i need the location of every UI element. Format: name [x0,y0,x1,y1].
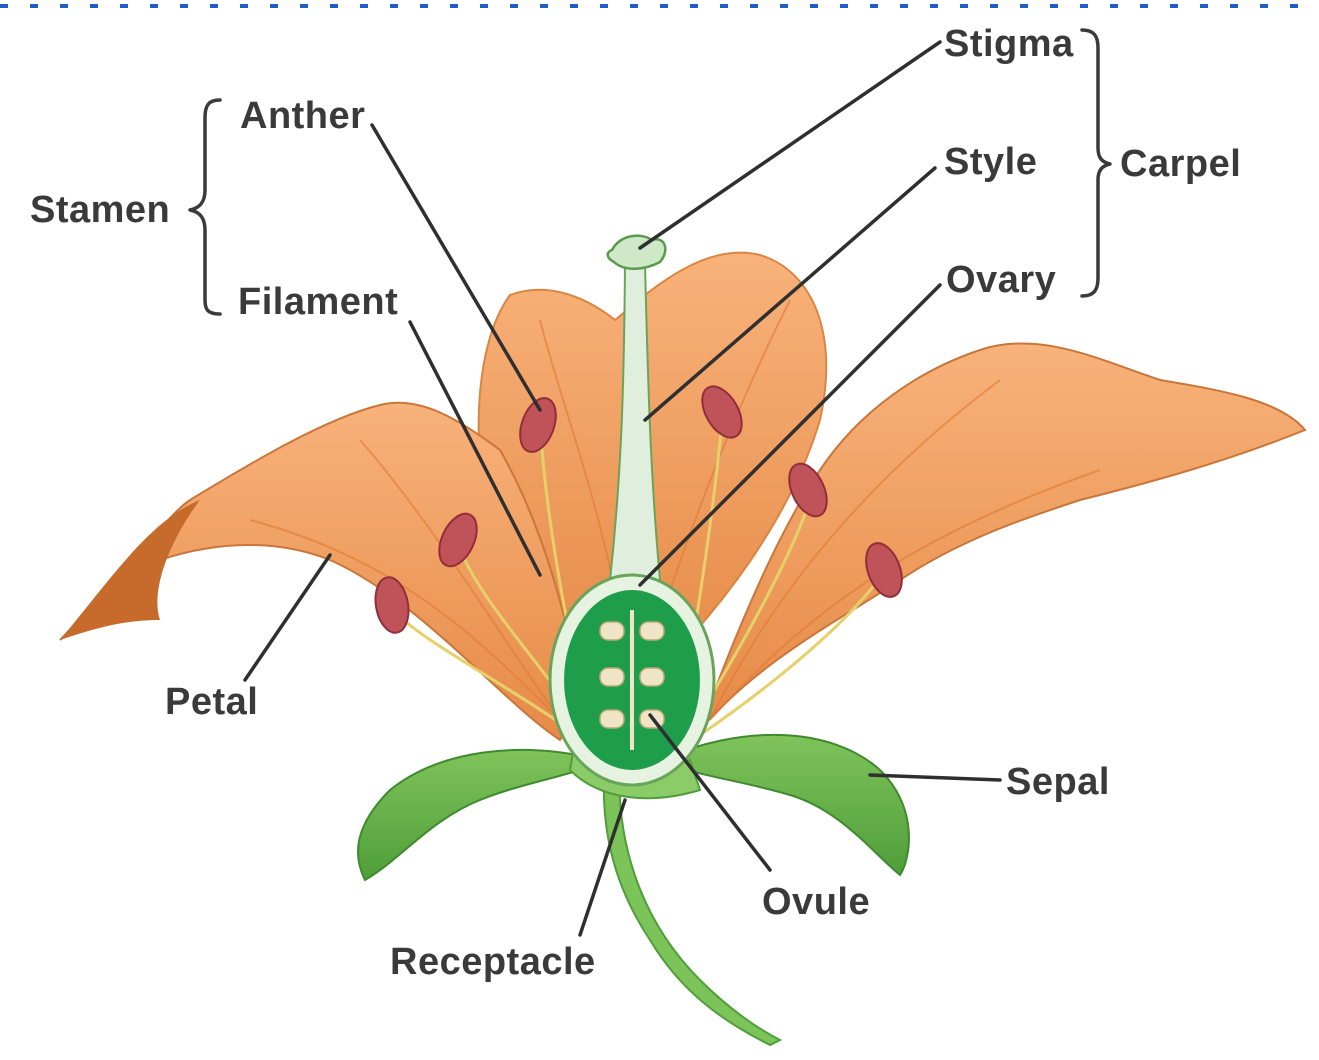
stamen-brace [190,100,220,314]
left-sepal [358,750,600,880]
label-style: Style [944,141,1037,183]
leader-anther [372,125,540,410]
left-petal-shadow [60,500,200,640]
label-sepal: Sepal [1006,761,1110,803]
label-stigma: Stigma [944,23,1074,65]
label-carpel: Carpel [1120,143,1241,185]
label-anther: Anther [240,95,365,137]
label-ovule: Ovule [762,881,870,923]
label-filament: Filament [238,281,398,323]
label-ovary: Ovary [946,259,1056,301]
leader-stigma [640,42,940,248]
right-sepal [660,735,909,875]
label-receptacle: Receptacle [390,941,596,983]
label-petal: Petal [165,681,258,723]
leader-petal [245,555,330,680]
stem [604,760,780,1045]
label-stamen: Stamen [30,189,170,231]
carpel-brace [1082,30,1110,296]
stigma [608,236,666,269]
